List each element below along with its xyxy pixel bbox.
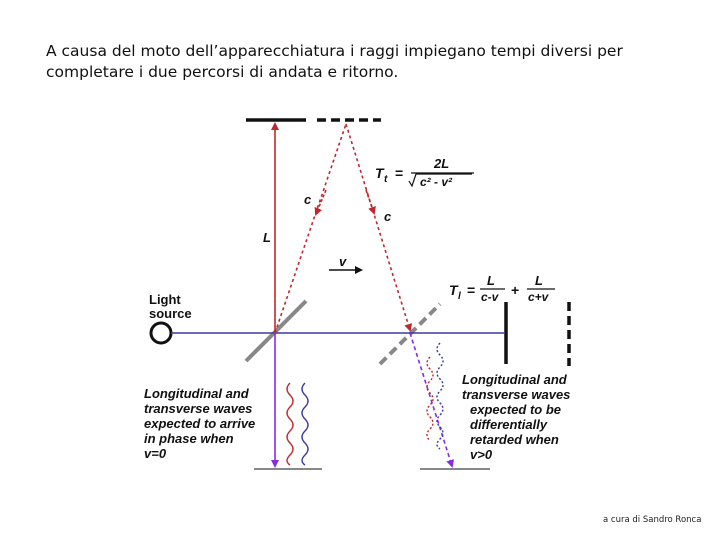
formula-longitudinal: T l = L c-v + L c+v bbox=[449, 273, 555, 304]
right-note-line: retarded when bbox=[470, 432, 559, 447]
caption: A causa del moto dell’apparecchiatura i … bbox=[46, 41, 686, 83]
right-note-line: Longitudinal and bbox=[462, 372, 568, 387]
sqrt-icon bbox=[408, 173, 472, 188]
formula-l-symbol: T bbox=[449, 282, 459, 298]
formula-l-subscript: l bbox=[458, 291, 461, 302]
formula-l-plus: + bbox=[511, 282, 519, 298]
dashed-path-down bbox=[345, 123, 413, 332]
wave-blue-right bbox=[436, 342, 444, 450]
left-note-line: v=0 bbox=[144, 446, 167, 461]
arrow-c-right bbox=[365, 189, 376, 215]
wave-red-left bbox=[286, 382, 294, 466]
formula-l-denominator-1: c-v bbox=[481, 290, 500, 304]
formula-l-numerator-2: L bbox=[535, 273, 543, 288]
speed-label-right: c bbox=[384, 209, 392, 224]
arm-length-label: L bbox=[263, 230, 271, 245]
formula-l-numerator-1: L bbox=[487, 273, 495, 288]
footer-credit: a cura di Sandro Ronca bbox=[603, 515, 702, 525]
right-note-line: differentially bbox=[470, 417, 548, 432]
left-note-line: transverse waves bbox=[144, 401, 252, 416]
arrow-c-left bbox=[314, 189, 327, 216]
speed-label-left: c bbox=[304, 192, 312, 207]
formula-l-equals: = bbox=[467, 282, 475, 298]
velocity-label: v bbox=[339, 254, 347, 269]
formula-t-symbol: T bbox=[375, 165, 385, 181]
left-note-line: in phase when bbox=[144, 431, 234, 446]
light-source-icon bbox=[149, 321, 173, 345]
formula-t-denominator: c² - v² bbox=[420, 175, 453, 189]
wave-blue-left bbox=[301, 382, 309, 466]
caption-line-1: A causa del moto dell’apparecchiatura i … bbox=[46, 42, 623, 60]
wave-red-right bbox=[426, 356, 434, 442]
formula-l-denominator-2: c+v bbox=[528, 290, 550, 304]
right-note-line: transverse waves bbox=[462, 387, 570, 402]
right-note-line: expected to be bbox=[470, 402, 561, 417]
formula-transverse: T t = 2L c² - v² bbox=[375, 156, 474, 189]
formula-t-numerator: 2L bbox=[433, 156, 449, 171]
formula-t-subscript: t bbox=[384, 174, 388, 185]
left-note-line: expected to arrive bbox=[144, 416, 255, 431]
dashed-path-up bbox=[274, 123, 347, 334]
right-note: Longitudinal and transverse waves expect… bbox=[462, 372, 570, 462]
left-note: Longitudinal and transverse waves expect… bbox=[144, 386, 255, 461]
left-note-line: Longitudinal and bbox=[144, 386, 250, 401]
formula-t-equals: = bbox=[395, 165, 403, 181]
caption-line-2: completare i due percorsi di andata e ri… bbox=[46, 63, 399, 81]
light-source-label-1: Light bbox=[149, 292, 181, 307]
right-note-line: v>0 bbox=[470, 447, 493, 462]
output-beam-right bbox=[409, 332, 455, 468]
light-source-label-2: source bbox=[149, 306, 192, 321]
